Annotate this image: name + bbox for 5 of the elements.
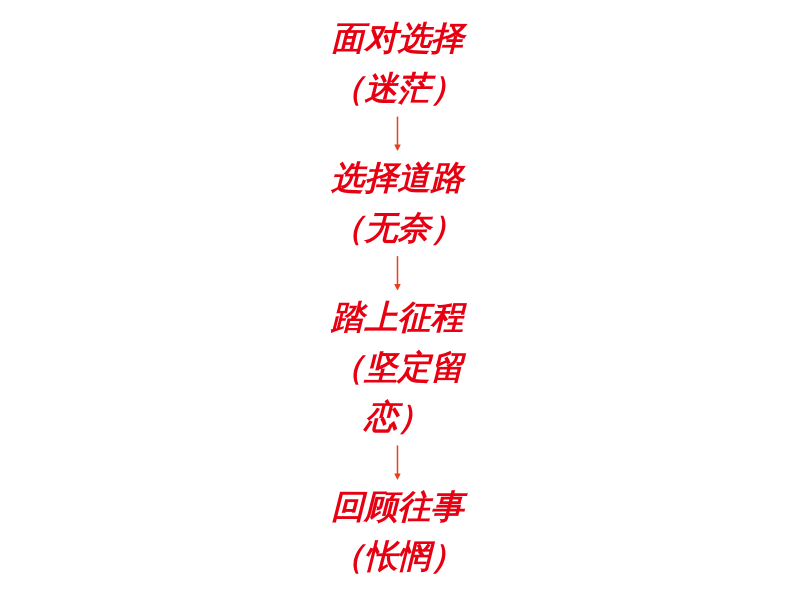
arrow: [394, 116, 400, 151]
node-text: 选择道路（无奈）: [330, 158, 464, 248]
arrow: [394, 445, 400, 480]
flowchart-drawing: 面对选择（迷茫） 选择道路（无奈） 踏上征程（坚定留恋） 回顾往事（怅惘）: [310, 5, 484, 591]
arrow: [394, 256, 400, 290]
